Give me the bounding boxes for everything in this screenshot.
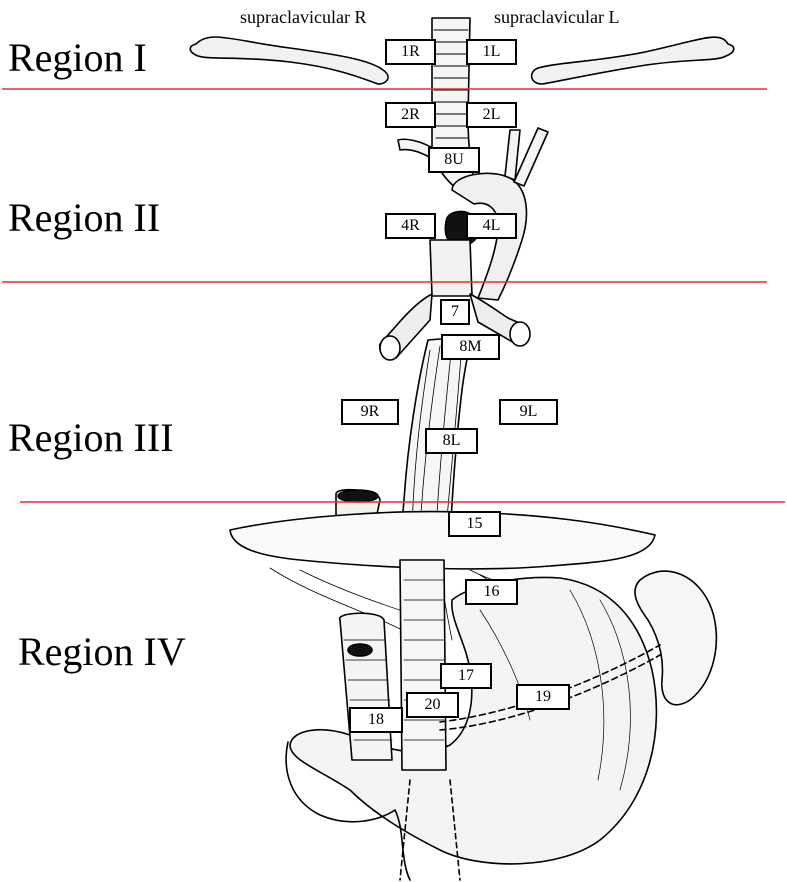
station-box: 4R: [385, 213, 436, 239]
region-label-2: Region II: [8, 195, 161, 240]
region-label-4: Region IV: [18, 629, 186, 674]
station-box: 7: [440, 299, 470, 325]
duodenum: [285, 741, 411, 881]
supraclavicular-l-label: supraclavicular L: [494, 7, 620, 27]
left-subclavian: [513, 127, 549, 187]
left-clavicle: [530, 36, 735, 85]
left-carotid: [504, 129, 521, 181]
station-box: 8M: [441, 334, 500, 360]
right-clavicle: [189, 36, 389, 85]
lower-dashes: [399, 779, 461, 881]
station-box: 1R: [385, 39, 436, 65]
station-box: 4L: [466, 213, 517, 239]
region-label-1: Region I: [8, 35, 147, 80]
spleen: [634, 570, 718, 706]
stomach: [289, 576, 658, 865]
lower-trachea: [429, 239, 473, 297]
station-box: 19: [516, 684, 570, 710]
station-box: 20: [406, 692, 459, 718]
station-box: 18: [349, 707, 403, 733]
station-box: 17: [440, 663, 492, 689]
supraclavicular-r-label: supraclavicular R: [240, 7, 367, 27]
station-box: 8L: [425, 428, 478, 454]
station-box: 2R: [385, 102, 436, 128]
station-box: 9L: [499, 399, 558, 425]
region-label-3: Region III: [8, 415, 174, 460]
station-box: 8U: [428, 147, 480, 173]
station-box: 16: [465, 579, 518, 605]
station-box: 9R: [341, 399, 399, 425]
station-box: 2L: [466, 102, 517, 128]
station-box: 1L: [466, 39, 517, 65]
station-box: 15: [448, 511, 501, 537]
diaphragm: [229, 510, 656, 570]
